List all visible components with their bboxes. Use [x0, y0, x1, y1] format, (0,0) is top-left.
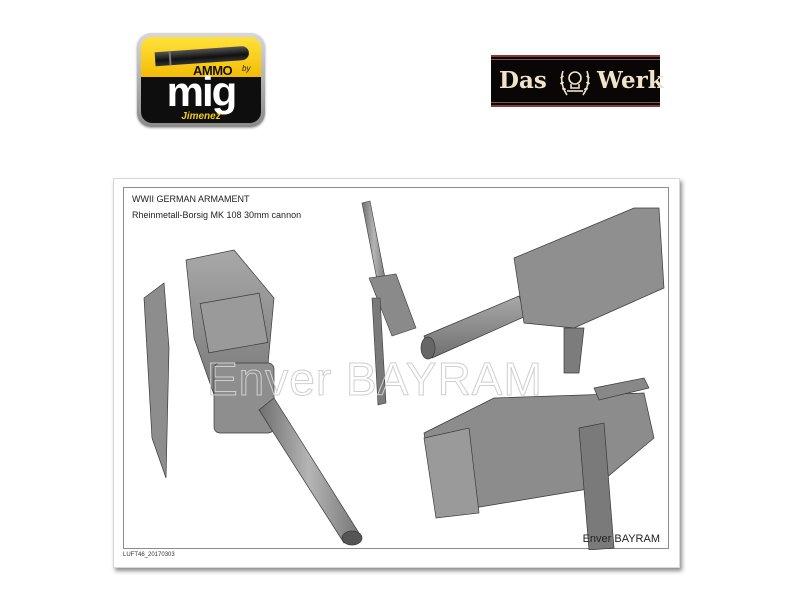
- laurel-emblem-icon: [560, 70, 590, 96]
- logo-mig-text: mig: [166, 68, 238, 115]
- logo-werk-text: Werk: [597, 67, 664, 94]
- ammo-mig-logo: AMMO by mig Jimenez: [137, 33, 265, 127]
- drawing-sheet: WWII GERMAN ARMAMENT Rheinmetall-Borsig …: [113, 178, 680, 568]
- logo-by-text: by: [242, 64, 251, 73]
- drawing-frame: WWII GERMAN ARMAMENT Rheinmetall-Borsig …: [123, 187, 669, 550]
- cannon-view-rear: [423, 377, 655, 550]
- cannon-view-front: [143, 249, 363, 546]
- logo-black-band: [141, 77, 261, 123]
- sheet-title: WWII GERMAN ARMAMENT: [132, 194, 250, 204]
- cannon-illustrations: [143, 200, 665, 550]
- logo-ammo-text: AMMO: [193, 63, 233, 78]
- cannon-view-top: [361, 200, 417, 406]
- logo-das-text: Das: [499, 67, 547, 94]
- logo-yellow-band: AMMO by: [141, 37, 261, 81]
- drawing-code: LUFT46_20170303: [123, 552, 175, 558]
- watermark-text: Enver BAYRAM: [207, 353, 543, 406]
- logo-jimenez-text: Jimenez: [181, 111, 221, 122]
- author-signature: Enver BAYRAM: [582, 533, 660, 545]
- cannon-view-side: [420, 207, 665, 374]
- das-werk-logo: Das Werk: [491, 55, 664, 107]
- sheet-subtitle: Rheinmetall-Borsig MK 108 30mm cannon: [132, 210, 302, 220]
